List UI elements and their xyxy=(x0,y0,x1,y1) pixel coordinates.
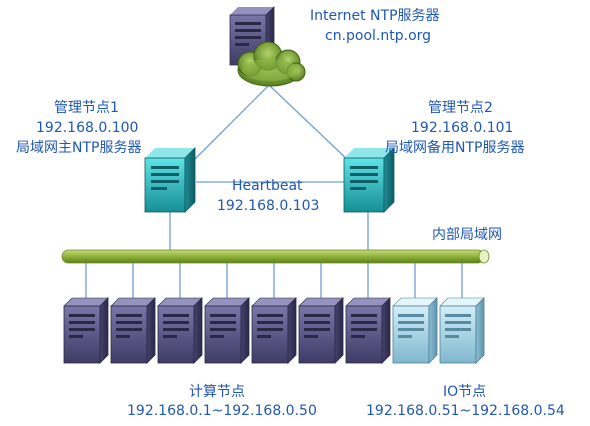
heartbeat-title: Heartbeat xyxy=(232,178,303,194)
link-internet-node2 xyxy=(269,85,351,163)
links xyxy=(85,85,463,300)
compute-node-server-icon xyxy=(298,297,344,364)
lan-label: 内部局域网 xyxy=(432,227,502,243)
node1-ip: 192.168.0.100 xyxy=(36,120,139,136)
lan-bus xyxy=(61,249,490,264)
cloud-icon xyxy=(237,41,306,87)
node2-ip: 192.168.0.101 xyxy=(411,120,514,136)
server-icon xyxy=(144,147,196,213)
compute-node-server-icon xyxy=(251,297,297,364)
io-node-server-icon xyxy=(392,297,438,364)
node-servers xyxy=(63,297,485,364)
compute-node-server-icon xyxy=(63,297,109,364)
node1-title: 管理节点1 xyxy=(54,100,119,116)
node2-role: 局域网备用NTP服务器 xyxy=(385,140,525,156)
server-icon xyxy=(343,147,395,213)
server-drop-lines xyxy=(85,263,463,300)
io-node-server-icon xyxy=(439,297,485,364)
compute-title: 计算节点 xyxy=(189,384,245,400)
compute-node-server-icon xyxy=(204,297,250,364)
internet-host: cn.pool.ntp.org xyxy=(325,28,432,44)
management-node-1-server xyxy=(144,147,196,213)
io-range: 192.168.0.51~192.168.0.54 xyxy=(366,403,565,419)
management-node-2-server xyxy=(343,147,395,213)
io-title: IO节点 xyxy=(443,384,487,400)
heartbeat-ip: 192.168.0.103 xyxy=(217,198,320,214)
link-internet-node1 xyxy=(191,85,269,163)
compute-node-server-icon xyxy=(110,297,156,364)
compute-node-server-icon xyxy=(345,297,391,364)
node2-title: 管理节点2 xyxy=(428,100,493,116)
node1-role: 局域网主NTP服务器 xyxy=(16,140,142,156)
compute-node-server-icon xyxy=(157,297,203,364)
compute-range: 192.168.0.1~192.168.0.50 xyxy=(127,403,317,419)
internet-title: Internet NTP服务器 xyxy=(310,8,440,24)
